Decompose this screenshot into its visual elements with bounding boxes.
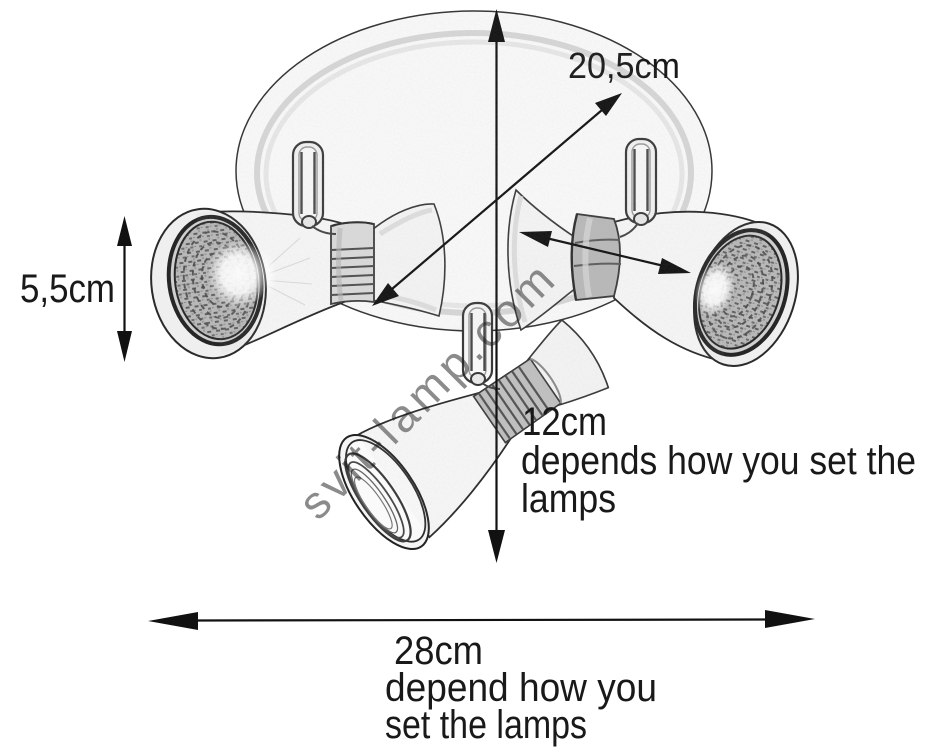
svg-text:28cm: 28cm — [394, 629, 483, 673]
svg-text:depend how you: depend how you — [385, 666, 657, 710]
svg-text:set the lamps: set the lamps — [385, 703, 587, 747]
svg-text:5,5cm: 5,5cm — [20, 267, 115, 311]
svg-text:depends how you set the: depends how you set the — [521, 439, 916, 483]
svg-text:12cm: 12cm — [522, 400, 607, 444]
svg-text:lamps: lamps — [521, 477, 616, 521]
